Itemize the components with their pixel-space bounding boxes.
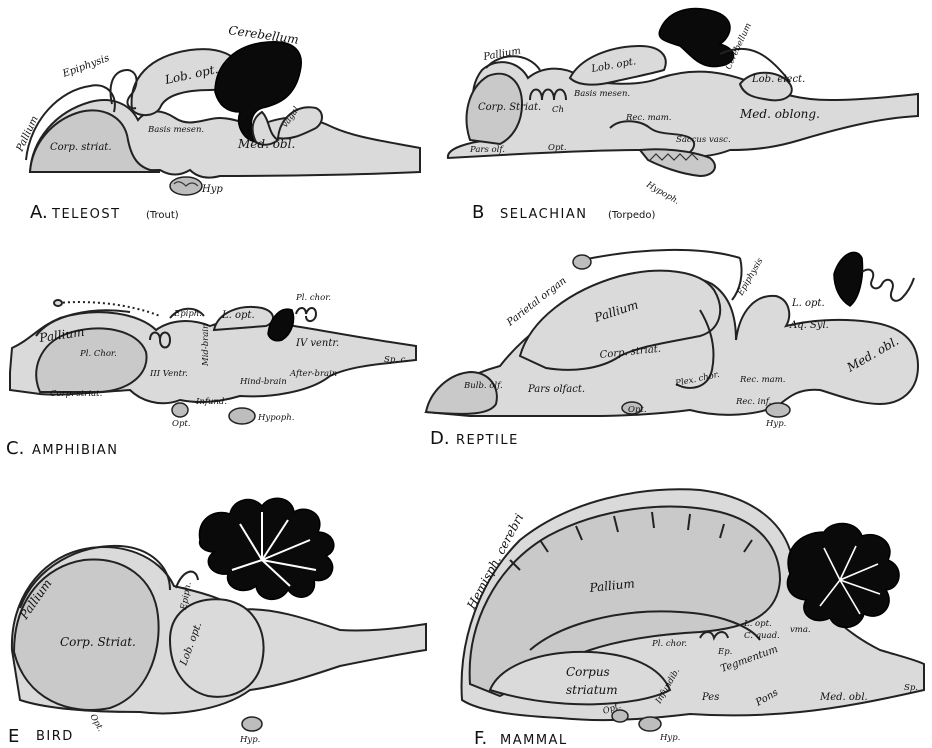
label-mid-brain: Mid-brain xyxy=(201,324,211,368)
label-rec-inf: Rec. inf. xyxy=(735,397,771,407)
label-basis-mesen: Basis mesen. xyxy=(573,89,630,99)
label-hyp: Hyp. xyxy=(239,735,260,745)
label-hypoph: Hypoph. xyxy=(257,413,294,423)
label-rec-mam: Rec. mam. xyxy=(739,375,785,385)
bird-cerebellum xyxy=(199,498,333,599)
caption-amphibian: AMPHIBIAN xyxy=(32,443,118,458)
label-bulb-olf: Bulb. olf. xyxy=(463,381,503,391)
label-basis-mesen: Basis mesen. xyxy=(147,125,204,135)
label-corp-striat: Corp. striat. xyxy=(50,389,102,399)
selachian-cerebellum xyxy=(659,9,733,67)
caption-teleost: TELEOST xyxy=(51,207,121,222)
label-iv-ventr: IV ventr. xyxy=(295,338,339,349)
label-striatum: striatum xyxy=(566,683,618,697)
amphibian-hypophysis xyxy=(229,408,255,424)
panel-amphibian: Epiph. L. opt. Pl. chor. Pallium Pl. Cho… xyxy=(6,293,416,459)
panel-bird: Pallium Corp. Striat. Epiph. Lob. opt. O… xyxy=(8,498,426,747)
label-pes: Pes xyxy=(701,692,719,703)
label-ep: Ep. xyxy=(717,647,732,657)
label-corp-striat: Corp. striat. xyxy=(50,142,112,153)
label-hyp: Hyp. xyxy=(659,733,680,743)
label-med-obl: Med. obl. xyxy=(237,137,295,151)
label-epiphysis: Epiphysis xyxy=(60,53,111,80)
caption-trout: (Trout) xyxy=(146,210,179,221)
amphibian-pl-chor-loops xyxy=(296,308,316,321)
label-opt: Opt. xyxy=(628,405,647,415)
panel-selachian: Pallium Lob. opt. Cerebellum Corp. Stria… xyxy=(448,9,918,223)
panel-teleost: Epiphysis Pallium Lob. opt. Cerebellum B… xyxy=(14,23,420,223)
label-opt: Opt. xyxy=(172,419,191,429)
label-pl-chor-top: Pl. chor. xyxy=(295,293,331,303)
label-l-opt: L. opt. xyxy=(743,619,772,629)
amphibian-optic-chiasm xyxy=(172,403,188,417)
caption-letter-c: C. xyxy=(6,438,24,459)
label-pars-olfact: Pars olfact. xyxy=(527,384,585,395)
label-c-quad: C. quad. xyxy=(744,631,780,641)
caption-reptile: REPTILE xyxy=(456,433,519,448)
label-ch: Ch xyxy=(552,105,564,115)
label-pars-olf: Pars olf. xyxy=(469,145,505,155)
caption-letter-b: B xyxy=(472,202,484,223)
label-corp-striat: Corp. Striat. xyxy=(478,102,541,113)
label-corp-striat: Corp. Striat. xyxy=(60,635,136,649)
reptile-cerebellum xyxy=(834,252,863,306)
label-iii-ventr: III Ventr. xyxy=(149,369,188,379)
amphibian-parietal-bulb xyxy=(54,300,62,306)
mammal-cerebellum xyxy=(787,523,899,627)
label-l-opt: L. opt. xyxy=(791,298,825,309)
label-aq-syl: Aq. Syl. xyxy=(789,320,829,331)
label-opt: Opt. xyxy=(548,143,567,153)
caption-torpedo: (Torpedo) xyxy=(608,210,656,221)
label-rec-mam: Rec. mam. xyxy=(625,113,671,123)
label-med-obl: Med. obl. xyxy=(819,692,868,703)
label-pl-chor: Pl. chor. xyxy=(651,639,687,649)
label-pl-chor: Pl. Chor. xyxy=(79,349,117,359)
caption-selachian: SELACHIAN xyxy=(500,207,587,222)
label-saccus-vasc: Saccus vasc. xyxy=(676,135,731,145)
label-infund: Infund. xyxy=(195,397,227,407)
label-hind-brain: Hind-brain xyxy=(239,377,287,387)
label-opt: Opt. xyxy=(87,713,105,734)
bird-hypophysis xyxy=(242,717,262,731)
label-hyp: Hyp xyxy=(201,184,223,195)
panel-mammal: Hemisph. cerebri Pallium Pl. chor. Ep. L… xyxy=(462,489,924,748)
label-vma: vma. xyxy=(790,625,811,635)
label-epiph: Epiph. xyxy=(173,309,202,319)
panel-reptile: Parietal organ Pallium Epiphysis L. opt.… xyxy=(426,250,918,449)
label-corpus: Corpus xyxy=(566,665,610,679)
reptile-olfactory-bulb xyxy=(426,372,497,414)
caption-mammal: MAMMAL xyxy=(500,733,568,748)
label-hyp: Hyp. xyxy=(765,419,786,429)
caption-letter-d: D. xyxy=(430,428,450,449)
label-after-brain: After-brain xyxy=(289,369,337,379)
caption-letter-e: E xyxy=(8,726,19,747)
reptile-parietal-organ-stalk xyxy=(582,250,740,260)
caption-letter-f: F. xyxy=(474,728,487,748)
label-l-opt: L. opt. xyxy=(221,310,255,321)
label-hypoph: Hypoph. xyxy=(644,179,681,206)
caption-bird: BIRD xyxy=(36,729,74,744)
label-pallium: Pallium xyxy=(482,46,522,64)
mammal-hypophysis xyxy=(639,717,661,731)
label-sp: Sp. xyxy=(904,683,918,693)
label-lob-elect: Lob. elect. xyxy=(751,74,805,85)
label-sp-c: Sp. c. xyxy=(384,355,408,365)
label-med-oblong: Med. oblong. xyxy=(739,107,820,121)
reptile-parietal-organ xyxy=(573,255,591,269)
reptile-cerebellum-folds xyxy=(862,270,914,301)
caption-letter-a: A. xyxy=(30,202,48,223)
